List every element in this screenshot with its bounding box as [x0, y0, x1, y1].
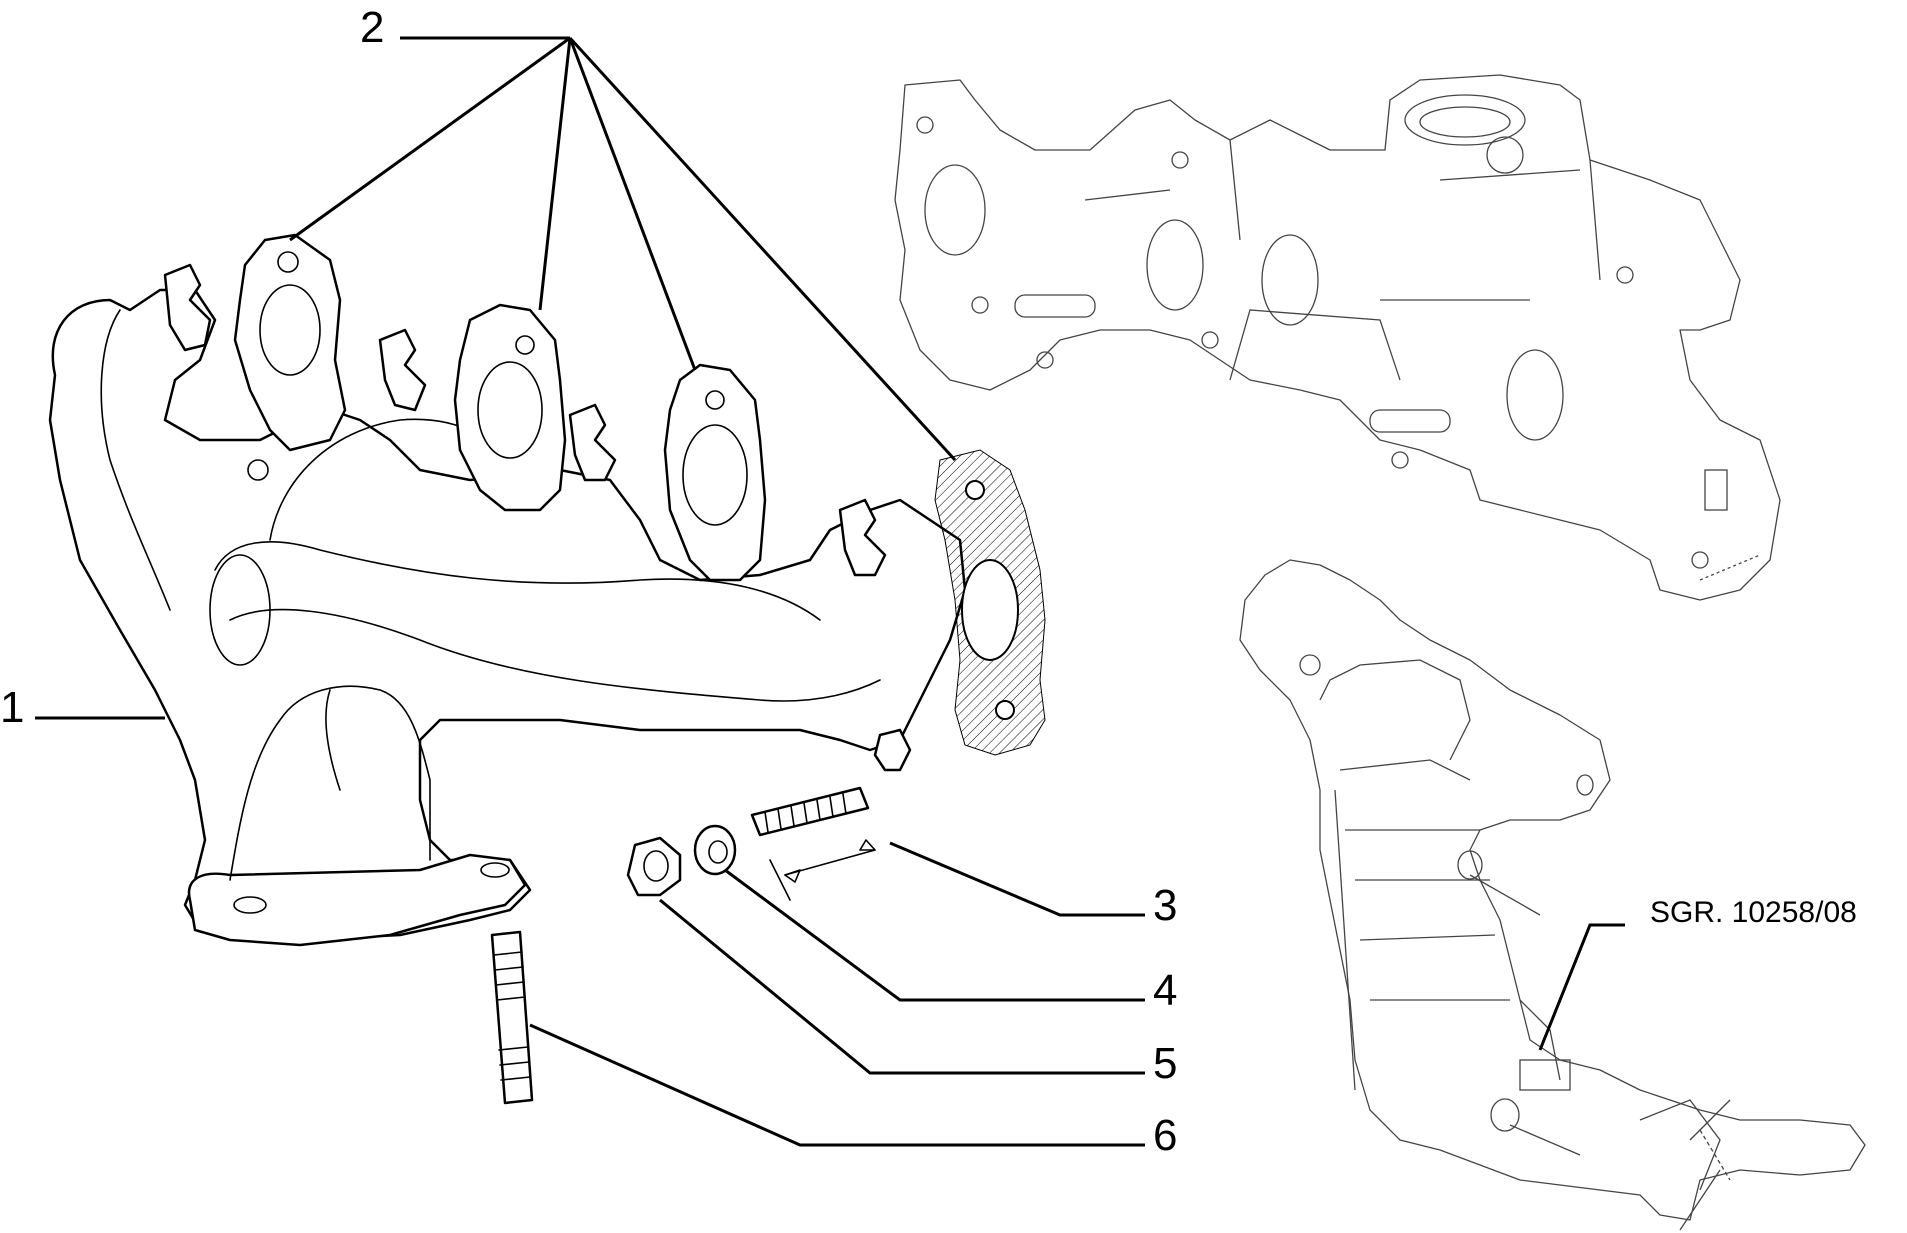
leader-lines — [35, 36, 1625, 1147]
nut-part — [626, 836, 682, 897]
callout-4: 4 — [1153, 966, 1177, 1015]
catalytic-converter-view — [1239, 559, 1866, 1231]
callout-5: 5 — [1153, 1039, 1177, 1088]
callout-6: 6 — [1153, 1111, 1177, 1160]
ghost-manifold-view — [894, 74, 1781, 601]
manifold-port-flanges — [163, 233, 912, 772]
callout-labels: 2 1 3 4 5 6 SGR. 10258/08 — [0, 3, 1857, 1160]
long-stud-part — [490, 930, 534, 1105]
callout-3: 3 — [1153, 881, 1177, 930]
callout-1: 1 — [0, 683, 24, 732]
gasket-part — [934, 449, 1046, 756]
callout-2: 2 — [360, 3, 384, 52]
reference-code: SGR. 10258/08 — [1650, 896, 1857, 929]
stud-part — [750, 786, 876, 901]
washer-part — [693, 824, 737, 876]
exhaust-manifold-part — [48, 288, 967, 947]
